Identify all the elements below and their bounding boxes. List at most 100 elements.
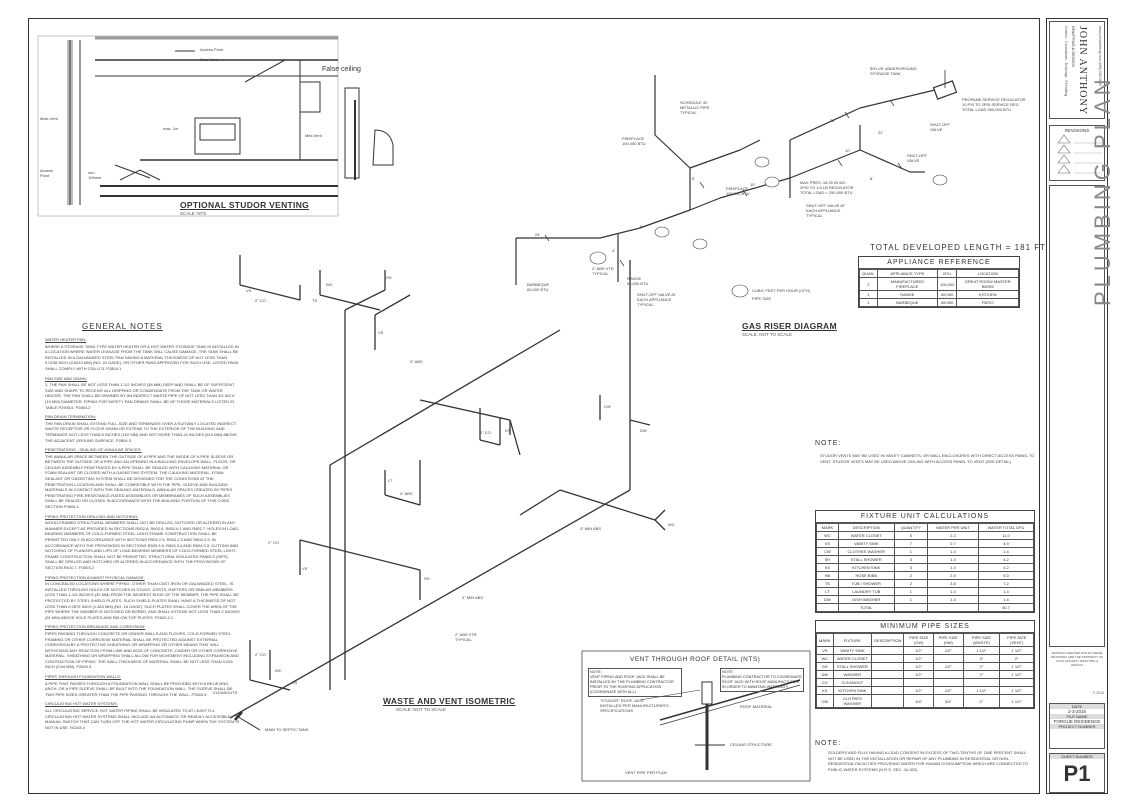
note-section: PAN SIZE AND DRAIN:1. THE PAN SHALL BE N… — [45, 375, 235, 410]
fixture-mark: VS — [292, 680, 298, 685]
fixture-mark: VS — [302, 566, 308, 571]
abs-3-label: 3" ABS — [400, 491, 413, 496]
table-cell: 1/2" — [903, 646, 934, 655]
table-cell: CW — [816, 547, 839, 556]
revision-triangles — [1057, 134, 1102, 174]
table-cell: 1.4 — [978, 587, 1034, 596]
table-cell — [999, 678, 1034, 687]
table-header: DESCRIPTION — [871, 633, 905, 647]
note-section: PIPING PROTECTION AGAINST PHYSICAL DAMAG… — [45, 574, 240, 620]
table-cell: HB — [816, 571, 839, 580]
table-cell: 1.4 — [926, 587, 980, 596]
waste-vent-lines — [229, 255, 666, 731]
table-cell: DW — [816, 595, 839, 604]
table-cell: WASHER — [832, 670, 873, 679]
appliance-reference-table: APPLIANCE REFERENCE QUAN. APPLIANCE TYPE… — [858, 256, 1020, 308]
pipe-sizes-title: MINIMUM PIPE SIZES — [816, 621, 1034, 633]
table-cell: 1 — [893, 587, 928, 596]
table-cell: 1.4 — [926, 595, 980, 604]
studor-title: OPTIONAL STUDOR VENTING — [180, 200, 310, 210]
table-cell: 1 1/2" — [999, 670, 1034, 679]
fireplace-1-label: FIREPLACE 100,000 BTU — [622, 136, 646, 146]
sheet-number-block: SHEET NUMBER P1 — [1049, 753, 1105, 793]
table-header: QUANTITY — [893, 523, 928, 532]
table-cell: 1 — [859, 290, 878, 299]
access-point-label: Access Point — [200, 47, 224, 52]
table-cell — [871, 662, 905, 671]
gas-segment: 24' — [535, 232, 541, 237]
table-cell: 3" — [962, 654, 1001, 663]
table-cell: DISH WASHER — [837, 595, 895, 604]
table-header: WATER PER UNIT — [926, 523, 980, 532]
fixture-table: MARK DESCRIPTION QUANTITY WATER PER UNIT… — [816, 523, 1034, 612]
date-value: 2-3-2015 — [1067, 709, 1086, 714]
table-cell: 2.2 — [926, 531, 980, 540]
table-cell — [871, 686, 905, 695]
table-cell — [962, 678, 1001, 687]
fixture-mark: DW — [640, 428, 647, 433]
waste-vent-title: WASTE AND VENT ISOMETRIC — [383, 696, 516, 706]
gas-tags — [589, 156, 948, 298]
table-cell: KITCHEN SINK — [832, 686, 873, 695]
cleanout-label: 2" CO — [268, 540, 279, 545]
table-header: QUAN. — [859, 269, 878, 278]
table-header: LOCATION — [956, 269, 1019, 278]
fixture-mark: SH — [386, 275, 392, 280]
table-cell: 3 — [893, 563, 928, 572]
sheet-number: P1 — [1063, 761, 1091, 786]
table-cell: 1/2" — [932, 662, 964, 671]
note-section: WATER HEATER PAN:WHERE A STORAGE TANK-TY… — [45, 337, 239, 371]
vent-detail-title: VENT THROUGH ROOF DETAIL (NTS) — [630, 656, 761, 663]
table-cell: LT — [816, 587, 839, 596]
abs-3-min-label: 3" MIN ABS — [462, 595, 483, 600]
gas-segment: 5' — [692, 176, 695, 181]
vtr-typical-1-label: 2" ABS VTR TYPICAL — [592, 266, 614, 276]
table-cell: 5.0 — [978, 571, 1034, 580]
shutoff-valve-2-label: SHUT-OFF VALVE — [907, 153, 927, 163]
table-header: PIPE SIZE (CW) — [903, 633, 934, 647]
table-cell: GREAT ROOM/ MASTER BDRM — [956, 277, 1019, 291]
table-cell: 2 — [859, 277, 878, 291]
table-cell: 2" — [999, 654, 1034, 663]
table-cell: 2 — [893, 579, 928, 588]
note-section: PIPING PROTECTION DRILLING AND NOTCHING:… — [45, 513, 240, 570]
table-cell — [932, 654, 964, 663]
firm-logo-block: JOHN ANTHONY DRAFTING & DESIGN Custom · … — [1049, 21, 1105, 119]
table-cell: LAUNDRY TUB — [837, 587, 895, 596]
table-cell — [932, 678, 964, 687]
gas-riser-scale: SCALE: NOT TO SCALE — [742, 332, 793, 337]
vent-detail-note-1: NOTE: VENT PIPING AND ROOF JACK SHALL BE… — [588, 668, 682, 697]
table-cell: SH — [816, 555, 839, 564]
table-header-row: MARK DESCRIPTION QUANTITY WATER PER UNIT… — [816, 523, 1034, 532]
project-name: FORGUE RESIDENCE — [1053, 719, 1101, 724]
table-cell: 2" — [962, 670, 1001, 679]
table-cell: KITCHEN SINK — [837, 563, 895, 572]
maxi-vent-side-label: Maxi-Vent — [40, 116, 58, 121]
table-cell: BARBEQUE — [876, 298, 939, 307]
table-cell: RANGE — [876, 290, 939, 299]
roof-material-label: ROOF MATERIAL — [740, 704, 773, 709]
table-cell: 2" — [962, 694, 1001, 708]
table-cell: WC — [816, 654, 834, 663]
table-cell: SH — [816, 662, 834, 671]
mini-vent-label: Mini-Vent — [305, 133, 322, 138]
table-header: FIXTURE — [832, 633, 873, 647]
table-cell — [871, 646, 905, 655]
table-header: DESCRIPTION — [837, 523, 895, 532]
note-section: CIRCULATING HOT WATER SYSTEMS:ALL CIRCUL… — [45, 701, 240, 730]
date-label: DATE — [1050, 704, 1104, 709]
file-name-label: FILE NAME — [1050, 714, 1104, 719]
table-cell: 100,000 — [936, 277, 958, 291]
table-cell: 7 — [893, 539, 928, 548]
gas-regulator-label: PROPANE SERVICE REGULATOR 10 PSI TO 2PSI… — [962, 97, 1026, 112]
table-cell: 4.2 — [978, 563, 1034, 572]
